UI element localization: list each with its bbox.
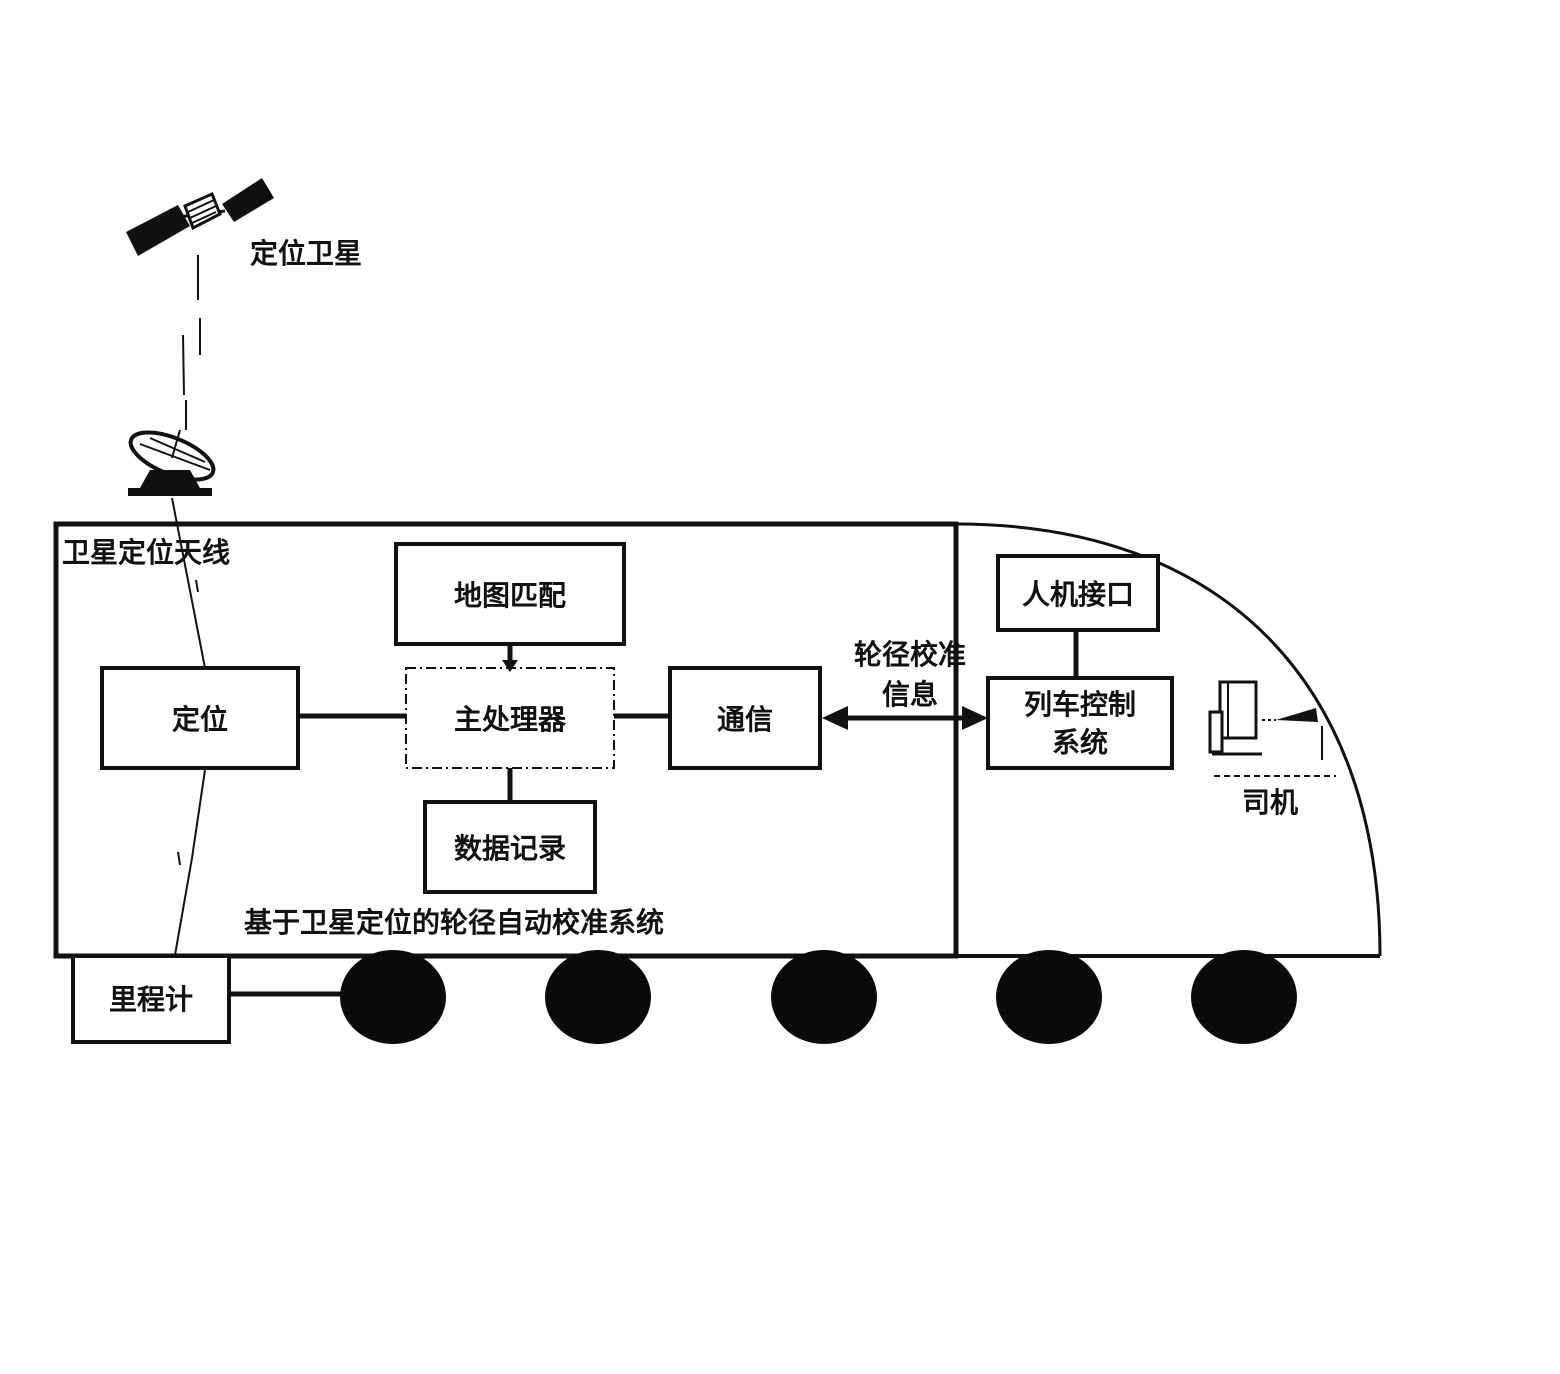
calibration-info-link bbox=[822, 706, 988, 730]
train-control-block bbox=[986, 676, 1174, 770]
train-control-label-line2: 系统 bbox=[1052, 726, 1108, 759]
wheel-5 bbox=[1191, 950, 1297, 1044]
communication-block bbox=[668, 666, 822, 770]
wheels bbox=[340, 950, 1297, 1044]
map-matching-label: 地图匹配 bbox=[454, 579, 566, 612]
wheel-1 bbox=[340, 950, 446, 1044]
wheel-3 bbox=[771, 950, 877, 1044]
positioning-label: 定位 bbox=[172, 703, 228, 736]
wheel-2 bbox=[545, 950, 651, 1044]
satellite-label: 定位卫星 bbox=[250, 237, 362, 270]
positioning-block bbox=[100, 666, 300, 770]
communication-label: 通信 bbox=[717, 703, 773, 736]
odometer-block bbox=[71, 954, 231, 1044]
link-label-line2: 信息 bbox=[882, 678, 938, 711]
antenna-label: 卫星定位天线 bbox=[62, 536, 230, 569]
map-matching-block bbox=[394, 542, 626, 646]
dish-antenna-icon bbox=[128, 429, 216, 496]
system-caption: 基于卫星定位的轮径自动校准系统 bbox=[244, 906, 664, 939]
main-processor-label: 主处理器 bbox=[454, 703, 567, 736]
wheel-4 bbox=[996, 950, 1102, 1044]
link-label-line1: 轮径校准 bbox=[854, 638, 966, 671]
data-logging-label: 数据记录 bbox=[454, 832, 566, 865]
driver-icon bbox=[1208, 680, 1336, 777]
train-control-label-line1: 列车控制 bbox=[1024, 688, 1136, 721]
satellite-signal-line bbox=[182, 255, 201, 430]
internal-connectors bbox=[298, 644, 670, 802]
odometer-label: 里程计 bbox=[109, 983, 193, 1016]
driver-label: 司机 bbox=[1242, 786, 1298, 819]
hmi-label: 人机接口 bbox=[1022, 578, 1134, 611]
data-logging-block bbox=[423, 800, 597, 894]
satellite-icon bbox=[126, 178, 274, 256]
